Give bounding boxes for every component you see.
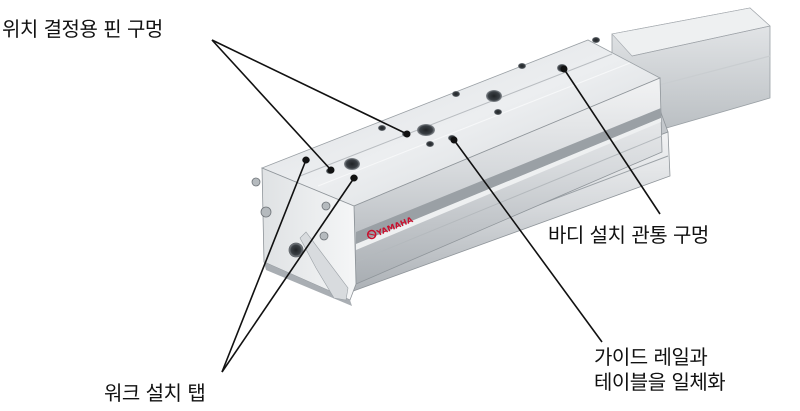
hole-icon <box>592 37 600 43</box>
label-positioning-pin-hole: 위치 결정용 핀 구멍 <box>2 17 163 41</box>
leader-line-body <box>563 68 661 215</box>
screw-icon <box>319 231 329 241</box>
hole-icon <box>417 124 435 136</box>
screw-icon <box>251 177 261 187</box>
hole-icon <box>486 90 502 102</box>
screw-icon <box>288 242 304 258</box>
hole-icon <box>452 91 460 97</box>
label-guide-rail-table-line2: 테이블을 일체화 <box>594 370 726 394</box>
label-guide-rail-table: 가이드 레일과 테이블을 일체화 <box>594 345 726 395</box>
hole-icon <box>344 158 360 170</box>
hole-icon <box>378 125 386 131</box>
label-body-mount-through-hole: 바디 설치 관통 구멍 <box>548 223 709 247</box>
screw-icon <box>321 201 331 211</box>
yamaha-logo-icon <box>366 229 377 240</box>
leader-line-work-2 <box>221 177 355 373</box>
leader-line-pin-1 <box>211 39 332 171</box>
label-guide-rail-table-line1: 가이드 레일과 <box>594 345 708 369</box>
leader-line-work-1 <box>221 159 307 373</box>
leader-dots <box>302 65 568 182</box>
leader-lines <box>211 39 661 373</box>
label-work-mount-tap: 워크 설치 탭 <box>104 381 206 405</box>
screw-icon <box>260 206 272 218</box>
hole-icon <box>518 63 526 69</box>
leader-line-pin-2 <box>211 39 408 135</box>
hole-icon <box>494 109 502 115</box>
leader-line-guide <box>453 139 603 343</box>
hole-icon <box>426 141 434 147</box>
end-block <box>251 167 357 306</box>
